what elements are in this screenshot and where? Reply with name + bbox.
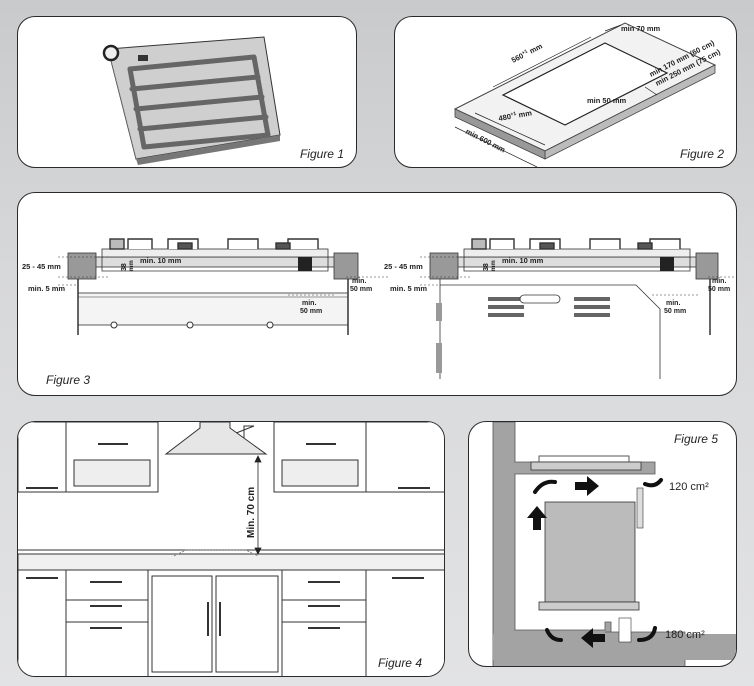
left-h38-unit: mm — [129, 260, 135, 271]
label-480: 480+1 mm — [498, 108, 533, 123]
hob-installation-section-diagram: 25 - 45 mm min. 5 mm 38 mm min. 10 mm mi… — [22, 238, 734, 379]
right-min5-label: min. 5 mm — [390, 284, 427, 293]
gas-inlet-icon — [102, 44, 120, 62]
figure-1-caption: Figure 1 — [299, 147, 344, 161]
right-h38-unit: mm — [491, 260, 497, 271]
left-min50b-2: 50 mm — [350, 286, 372, 293]
right-min50b-2: 50 mm — [708, 286, 730, 293]
figure-5-panel: 120 cm² 180 cm² Figure 5 — [468, 421, 737, 667]
left-gap-label: 25 - 45 mm — [22, 262, 61, 271]
figure-4-caption: Figure 4 — [375, 656, 424, 670]
figure-2-panel: min 70 mm 560+1 mm min 170 mm (60 cm) mi… — [394, 16, 737, 168]
left-min10-label: min. 10 mm — [140, 256, 182, 265]
arrow-curve-top-right-icon — [643, 478, 663, 488]
section-left: 25 - 45 mm min. 5 mm 38 mm min. 10 mm mi… — [22, 238, 388, 335]
left-min50b-1: min. — [352, 278, 366, 285]
figure-3-caption: Figure 3 — [46, 373, 91, 387]
label-min-70: min 70 mm — [621, 24, 661, 33]
ventilation-diagram: 120 cm² 180 cm² — [492, 422, 736, 666]
arrow-curve-top-left-icon — [533, 479, 557, 494]
arrow-up-icon — [527, 506, 547, 530]
right-min50a-2: 50 mm — [664, 308, 686, 315]
arrow-curve-bottom-right-icon — [637, 626, 657, 642]
cutout-dimensions-diagram: min 70 mm 560+1 mm min 170 mm (60 cm) mi… — [453, 22, 722, 167]
arrow-curve-bottom-left-icon — [545, 628, 563, 642]
kitchen-front-elevation: Min. 70 cm — [18, 422, 444, 676]
figure-2-caption: Figure 2 — [679, 147, 724, 161]
figure-3-panel: 25 - 45 mm min. 5 mm 38 mm min. 10 mm mi… — [17, 192, 737, 396]
figure-4-panel: Min. 70 cm Figure 4 — [17, 421, 445, 677]
vent-bottom-label: 180 cm² — [665, 629, 705, 641]
figure-5-caption: Figure 5 — [673, 432, 718, 446]
left-min50a-2: 50 mm — [300, 308, 322, 315]
label-min-50: min 50 mm — [587, 96, 627, 105]
right-gap-label: 25 - 45 mm — [384, 262, 423, 271]
figure-1-panel: Figure 1 — [17, 16, 357, 168]
right-min50b-1: min. — [712, 278, 726, 285]
section-right: 25 - 45 mm min. 5 mm 38 mm min. 10 mm mi… — [384, 238, 734, 379]
left-min50a-1: min. — [302, 300, 316, 307]
vent-top-label: 120 cm² — [669, 481, 709, 493]
arrow-right-icon — [575, 476, 599, 496]
arrow-left-icon — [581, 628, 605, 648]
left-min5-label: min. 5 mm — [28, 284, 65, 293]
right-min50a-1: min. — [666, 300, 680, 307]
right-min10-label: min. 10 mm — [502, 256, 544, 265]
label-560: 560+1 mm — [510, 41, 544, 64]
right-h38-label: 38 — [483, 263, 490, 271]
height-label: Min. 70 cm — [246, 487, 257, 538]
hob-top-view-illustration — [102, 36, 281, 165]
left-h38-label: 38 — [121, 263, 128, 271]
